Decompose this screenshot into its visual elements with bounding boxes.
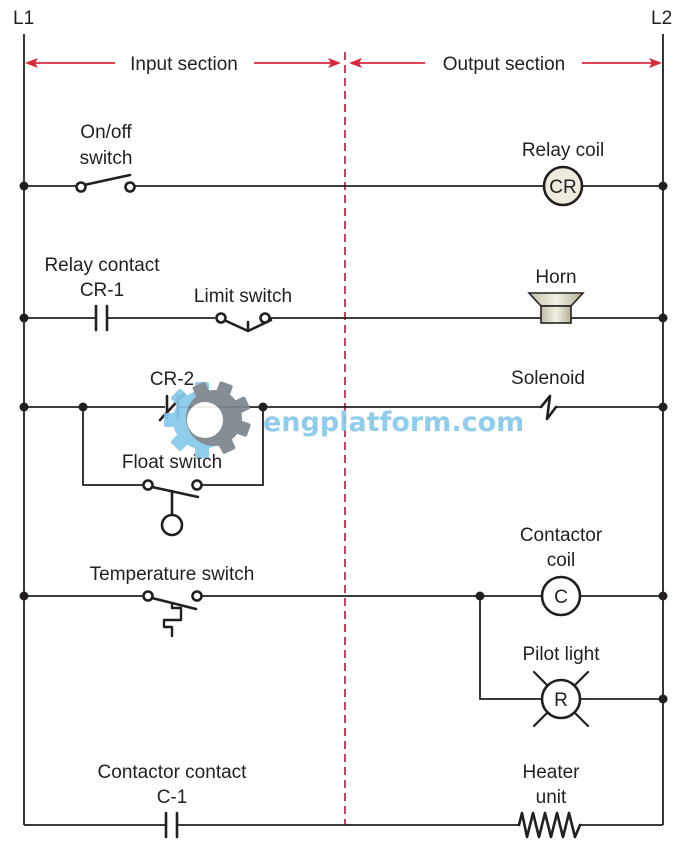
horn-label: Horn	[535, 267, 576, 288]
limit-switch-label: Limit switch	[194, 286, 292, 307]
arrow-left-icon	[349, 58, 362, 68]
junction-node	[658, 591, 668, 601]
gear-icon	[164, 381, 251, 458]
heater-resistor-icon	[517, 811, 582, 839]
relay-coil-icon: CR	[542, 165, 584, 207]
rail-label-l2: L2	[651, 8, 672, 29]
heater-unit-label-1: Heater	[522, 762, 580, 783]
limit-switch-icon	[215, 312, 273, 333]
rung-5: Contactor contact C-1 Heater unit	[24, 762, 663, 839]
junction-node	[658, 181, 668, 191]
contact-no-icon	[164, 811, 179, 839]
heater-unit-label-2: unit	[536, 787, 567, 808]
pilot-light-tag: R	[554, 690, 568, 711]
watermark-text: engplatform.com	[263, 407, 524, 438]
contactor-coil-label-1: Contactor	[520, 525, 603, 546]
rung-4: Temperature switch Contactor coil C Pilo…	[19, 525, 668, 728]
input-section-label: Input section	[130, 54, 238, 75]
junction-node	[658, 402, 668, 412]
on-off-switch-label-2: switch	[80, 148, 133, 169]
temperature-switch-icon	[142, 590, 203, 638]
input-section-marker: Input section	[25, 54, 341, 75]
on-off-switch-icon	[75, 173, 136, 193]
watermark: engplatform.com	[164, 381, 524, 458]
float-switch-icon	[142, 479, 203, 537]
horn-icon	[527, 292, 585, 324]
contactor-contact-label-2: C-1	[157, 787, 188, 808]
arrow-left-icon	[25, 58, 38, 68]
output-section-marker: Output section	[349, 54, 662, 75]
relay-coil-label: Relay coil	[522, 140, 604, 161]
relay-contact-cr1-label-1: Relay contact	[44, 255, 160, 276]
rung-1: On/off switch Relay coil CR	[19, 122, 668, 207]
contactor-coil-label-2: coil	[547, 550, 576, 571]
relay-contact-cr1-label-2: CR-1	[80, 280, 124, 301]
rail-label-l1: L1	[13, 8, 34, 29]
arrow-right-icon	[328, 58, 341, 68]
junction-node	[658, 313, 668, 323]
cr2-contact-label: CR-2	[150, 369, 194, 390]
solenoid-icon	[539, 394, 558, 421]
contactor-contact-label-1: Contactor contact	[98, 762, 248, 783]
output-section-label: Output section	[443, 54, 566, 75]
contactor-coil-tag: C	[554, 587, 568, 608]
relay-coil-tag: CR	[549, 177, 576, 198]
temperature-switch-label: Temperature switch	[90, 564, 255, 585]
junction-node	[658, 694, 668, 704]
contactor-coil-icon: C	[540, 575, 582, 617]
solenoid-label: Solenoid	[511, 368, 585, 389]
pilot-light-icon: R	[532, 670, 590, 728]
rung-2: Relay contact CR-1 Limit switch Horn	[19, 255, 668, 333]
on-off-switch-label-1: On/off	[80, 122, 132, 143]
contact-no-icon	[94, 304, 109, 332]
arrow-right-icon	[649, 58, 662, 68]
pilot-light-label: Pilot light	[522, 644, 600, 665]
rung-3: CR-2 Float switch Solenoid	[19, 368, 668, 537]
